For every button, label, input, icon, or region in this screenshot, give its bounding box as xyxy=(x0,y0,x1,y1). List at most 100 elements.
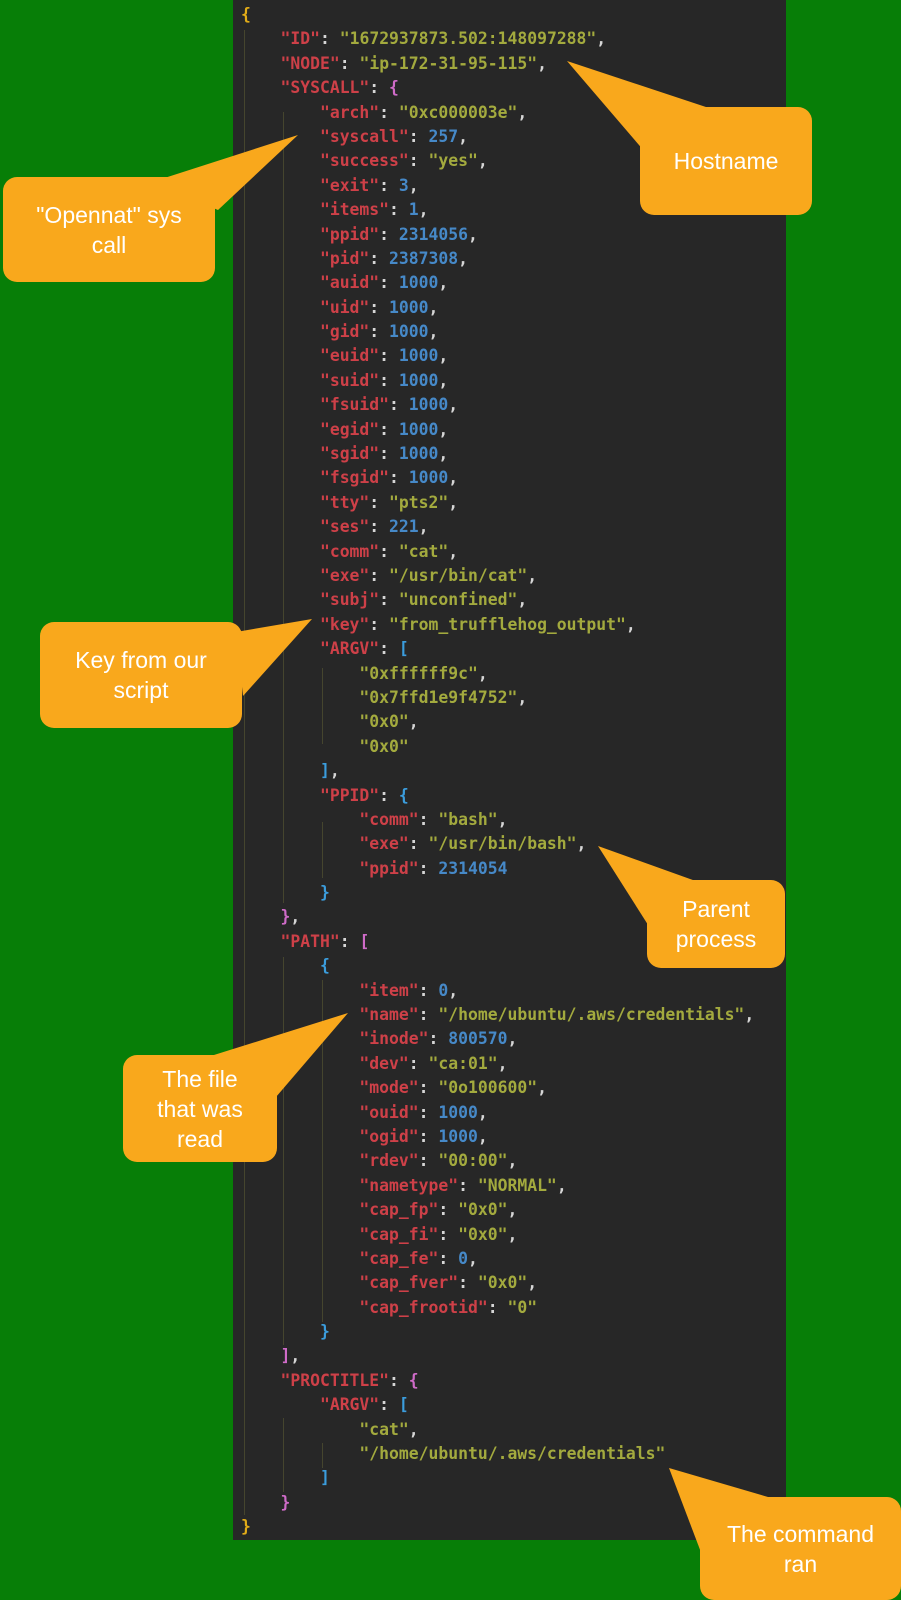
code-token: : xyxy=(389,200,409,220)
code-token: : xyxy=(369,322,390,342)
code-token: : xyxy=(389,395,409,415)
indent-guide xyxy=(244,30,245,1515)
indent-guide xyxy=(283,957,284,1345)
callout-text: process xyxy=(675,926,757,952)
callout-text: script xyxy=(113,677,169,703)
callout-text: that was xyxy=(157,1095,243,1122)
code-token: "/usr/bin/cat" xyxy=(389,565,528,585)
code-token: "exe" xyxy=(359,834,409,854)
code-line: "items": 1, xyxy=(241,198,754,222)
code-line: "comm": "cat", xyxy=(241,540,754,564)
code-token: "NODE" xyxy=(280,53,340,73)
code-token: , xyxy=(448,980,459,1000)
code-token: "tty" xyxy=(319,492,370,512)
code-token: "ID" xyxy=(280,29,320,49)
code-token: : xyxy=(369,565,390,585)
code-token: , xyxy=(438,419,449,439)
code-token: "ca:01" xyxy=(428,1053,498,1073)
code-token: : xyxy=(487,1297,508,1317)
code-line: "tty": "pts2", xyxy=(241,491,754,515)
indent-guide xyxy=(283,112,284,903)
code-token: : xyxy=(408,151,429,171)
code-token: , xyxy=(744,1005,755,1025)
code-token: : xyxy=(379,224,399,244)
code-token: , xyxy=(448,395,459,415)
code-token: } xyxy=(280,907,291,927)
callout-text: Hostname xyxy=(673,148,779,174)
code-token: 1000 xyxy=(398,419,439,439)
code-token: , xyxy=(448,492,459,512)
code-token: , xyxy=(537,53,547,73)
code-token: , xyxy=(527,565,538,585)
code-line: "nametype": "NORMAL", xyxy=(241,1174,754,1198)
code-token: , xyxy=(517,687,528,707)
code-token: "PATH" xyxy=(280,931,340,951)
code-token: "ppid" xyxy=(359,858,419,878)
code-token: : xyxy=(408,1053,429,1073)
code-token: , xyxy=(556,1175,567,1195)
code-token: 1 xyxy=(408,200,419,220)
code-token: : xyxy=(389,1370,409,1390)
hostname-callout: Hostname xyxy=(640,107,812,215)
code-token: : xyxy=(379,1395,399,1415)
code-token: "ARGV" xyxy=(319,1395,380,1415)
code-line: "euid": 1000, xyxy=(241,344,754,368)
code-token: : xyxy=(438,1248,459,1268)
code-line: "ouid": 1000, xyxy=(241,1101,754,1125)
callout-text: "Opennat" sys xyxy=(36,201,182,228)
code-token: , xyxy=(290,907,301,927)
code-token: ] xyxy=(319,1468,330,1488)
code-line: "fsgid": 1000, xyxy=(241,466,754,490)
code-token: "cap_fi" xyxy=(359,1224,439,1244)
callout-text: Parent xyxy=(682,896,750,922)
code-token: : xyxy=(408,126,429,146)
code-token: "comm" xyxy=(319,541,380,561)
code-line: ], xyxy=(241,759,754,783)
code-token: "ARGV" xyxy=(319,639,380,659)
code-token: "pts2" xyxy=(389,492,449,512)
code-token: , xyxy=(329,761,340,781)
code-token: "ppid" xyxy=(319,224,380,244)
code-token: , xyxy=(507,1029,518,1049)
code-line: "arch": "0xc000003e", xyxy=(241,101,754,125)
code-token: "1672937873.502:148097288" xyxy=(339,29,597,49)
code-token: 2314054 xyxy=(438,858,508,878)
code-token: : xyxy=(339,53,360,73)
code-token: : xyxy=(319,29,340,49)
code-line: { xyxy=(241,3,754,27)
code-token: 800570 xyxy=(448,1029,508,1049)
code-line: "NODE": "ip-172-31-95-115", xyxy=(241,52,754,76)
code-token: "success" xyxy=(319,151,409,171)
code-line: "ARGV": [ xyxy=(241,637,754,661)
code-line: "syscall": 257, xyxy=(241,125,754,149)
code-token: : xyxy=(438,1224,459,1244)
code-token: : xyxy=(379,175,399,195)
code-line: "rdev": "00:00", xyxy=(241,1149,754,1173)
code-line: "success": "yes", xyxy=(241,149,754,173)
code-token: 1000 xyxy=(438,1126,478,1146)
code-token: "yes" xyxy=(428,151,478,171)
code-token: : xyxy=(369,492,390,512)
code-token: "rdev" xyxy=(359,1151,419,1171)
code-line: "item": 0, xyxy=(241,979,754,1003)
code-token: "subj" xyxy=(319,590,380,610)
code-token: ] xyxy=(319,761,330,781)
code-line: "/home/ubuntu/.aws/credentials" xyxy=(241,1442,754,1466)
code-token: "0x0" xyxy=(359,736,409,756)
code-token: "NORMAL" xyxy=(477,1175,557,1195)
code-token: 1000 xyxy=(389,297,429,317)
code-line: "inode": 800570, xyxy=(241,1027,754,1051)
code-line: ] xyxy=(241,1466,754,1490)
code-token: : xyxy=(339,931,360,951)
code-token: "/home/ubuntu/.aws/credentials" xyxy=(438,1005,745,1025)
code-token: 1000 xyxy=(398,346,439,366)
code-token: "sgid" xyxy=(319,444,380,464)
code-token: 1000 xyxy=(389,322,429,342)
code-line: "name": "/home/ubuntu/.aws/credentials", xyxy=(241,1003,754,1027)
code-line: "0x0", xyxy=(241,710,754,734)
code-token: "gid" xyxy=(319,322,370,342)
code-token: 221 xyxy=(389,517,419,537)
code-token: , xyxy=(438,273,449,293)
code-token: : xyxy=(418,1126,439,1146)
code-line: "subj": "unconfined", xyxy=(241,588,754,612)
